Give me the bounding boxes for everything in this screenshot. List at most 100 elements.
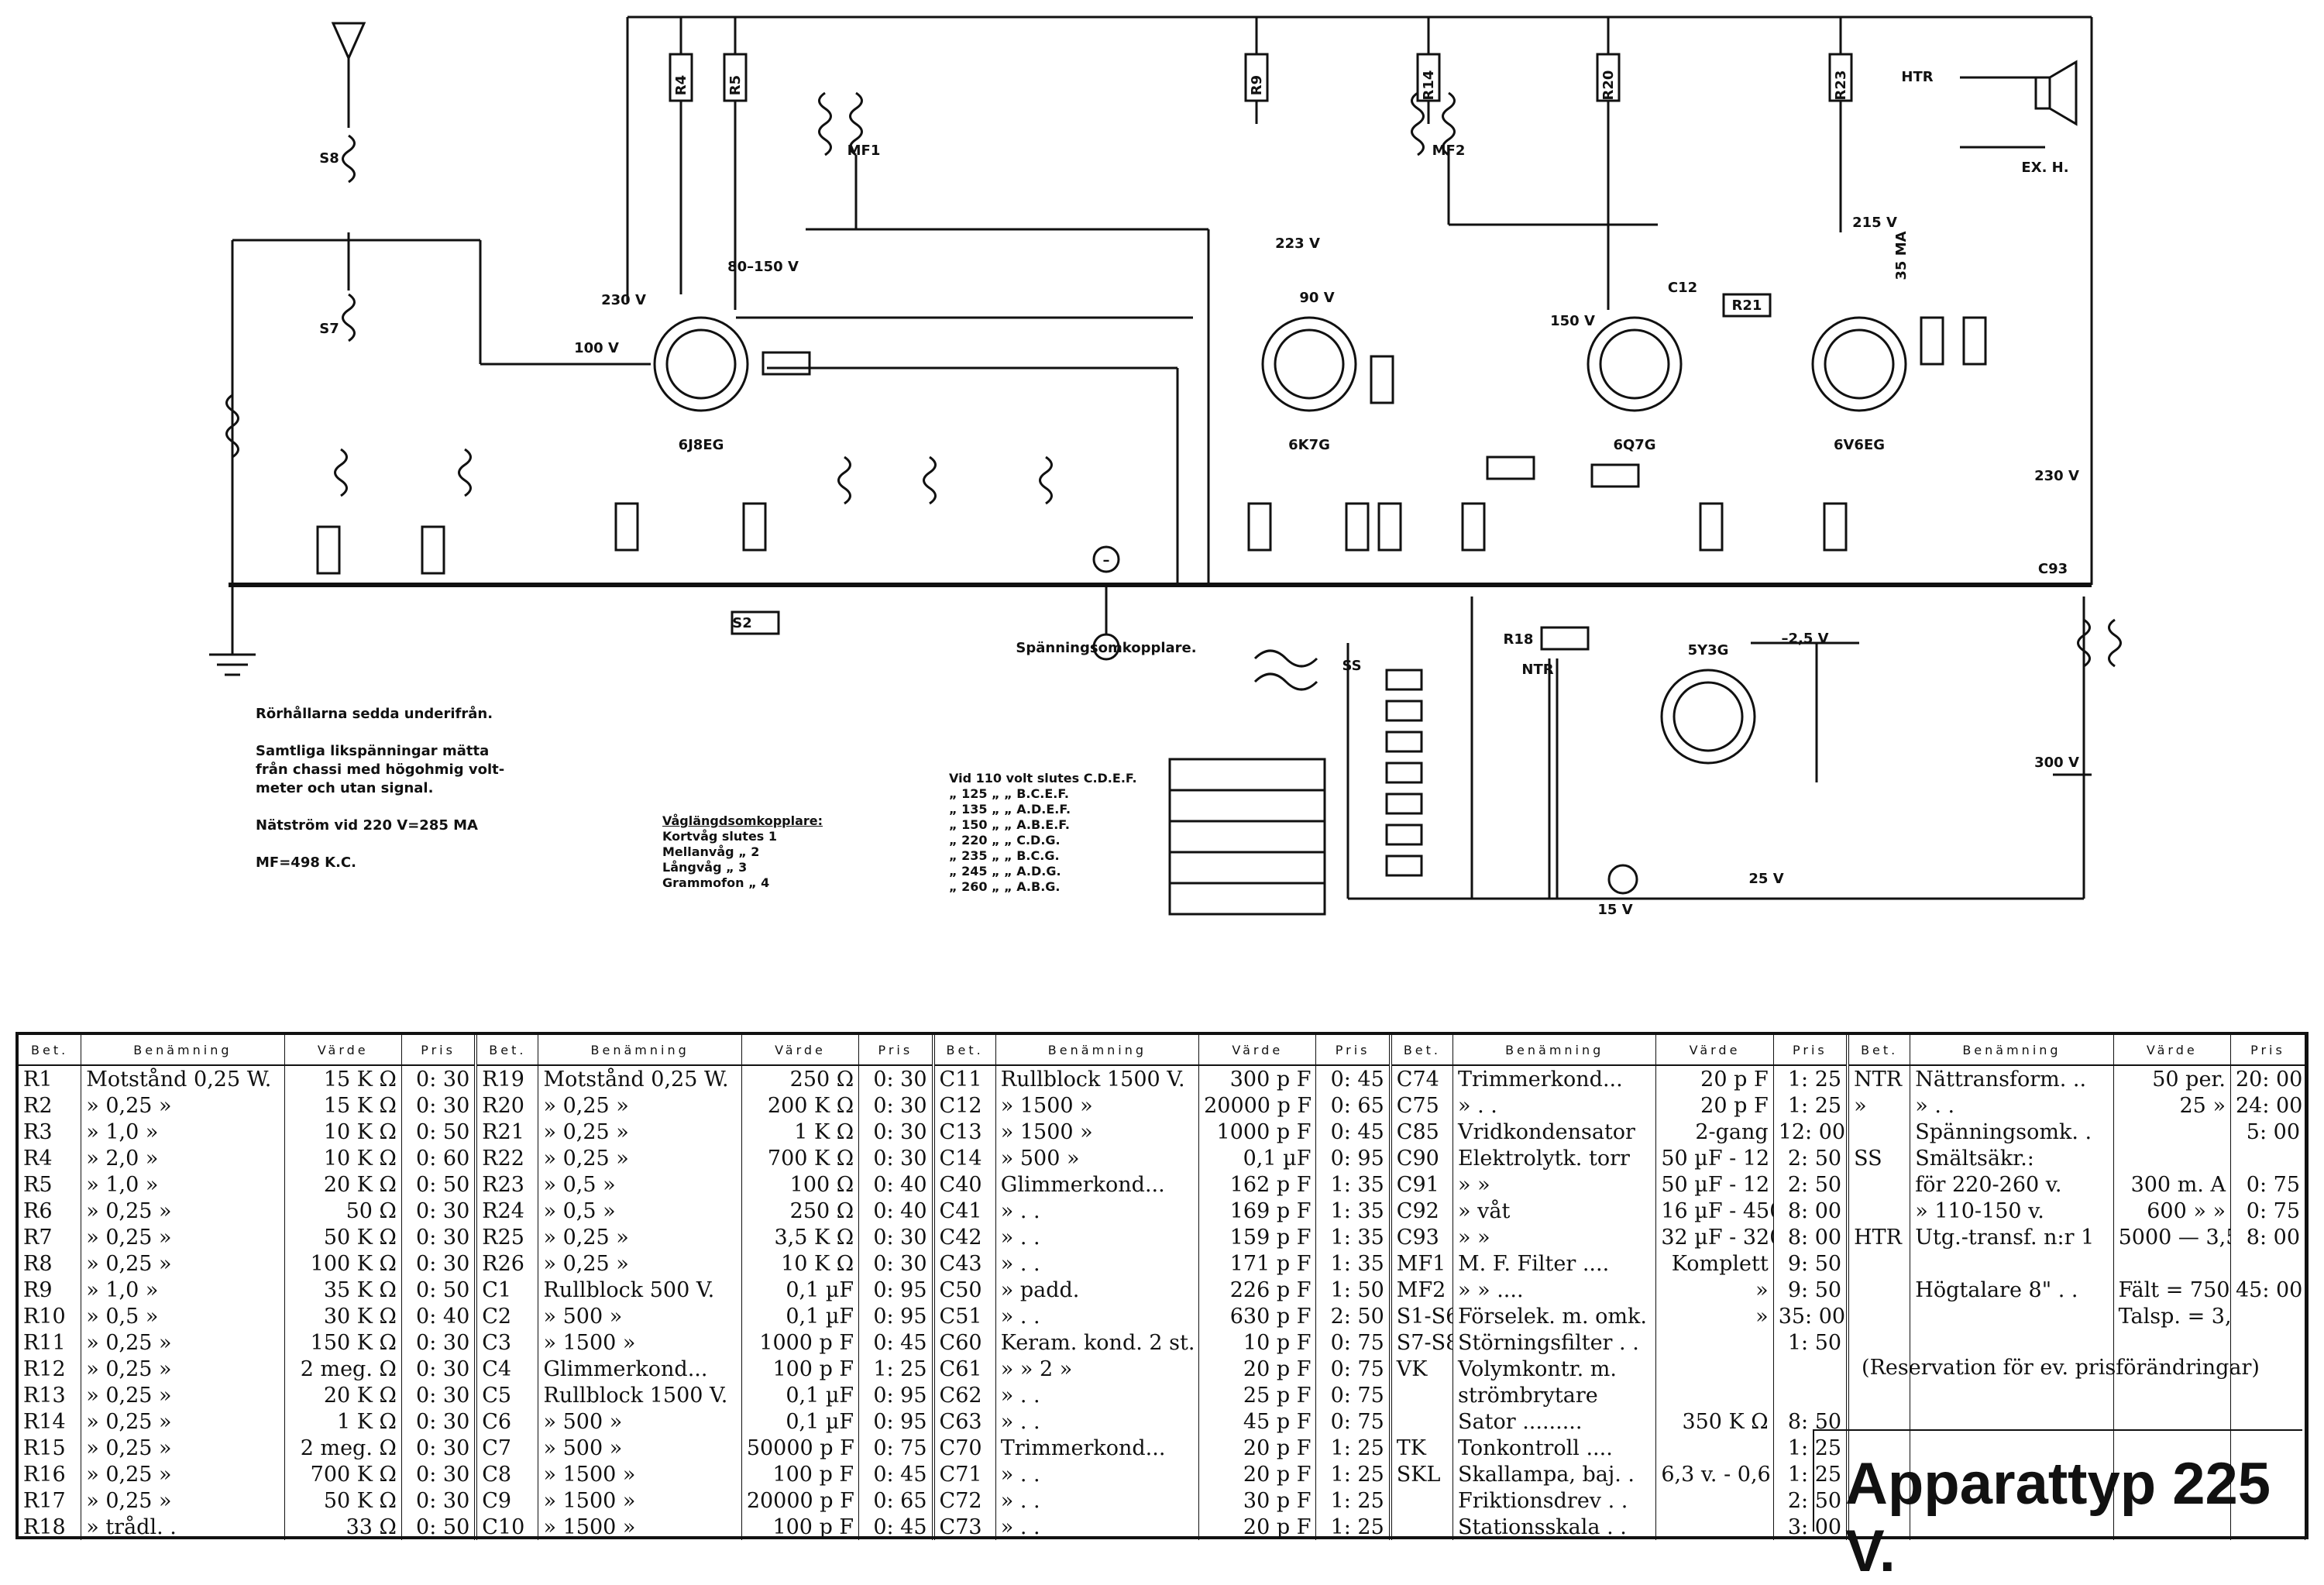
table-cell-bet — [1848, 1356, 1911, 1382]
table-cell-price: 9: 50 — [1773, 1250, 1850, 1277]
table-cell-price: 1: 50 — [1315, 1277, 1392, 1303]
label-ex-h: EX. H. — [2021, 160, 2068, 176]
table-cell-price: 45: 00 — [2230, 1277, 2306, 1303]
label-ss: SS — [1342, 658, 1361, 674]
parts-header-cell: Värde — [1655, 1035, 1774, 1066]
table-cell-price: 0: 60 — [401, 1145, 478, 1171]
table-cell-bet: R19 — [476, 1065, 539, 1092]
table-cell-val: 100 p F — [741, 1461, 860, 1487]
table-cell-val: 150 K Ω — [284, 1329, 402, 1356]
table-cell-bet — [1848, 1382, 1911, 1408]
table-cell-val: 50 Ω — [284, 1198, 402, 1224]
table-cell-val: 15 K Ω — [284, 1065, 402, 1092]
table-cell-bet: R16 — [19, 1461, 82, 1487]
table-cell-price: 0: 30 — [858, 1065, 935, 1092]
table-cell-price: 0: 30 — [401, 1224, 478, 1250]
table-cell-price: 0: 95 — [1315, 1145, 1392, 1171]
table-cell-bet: R26 — [476, 1250, 539, 1277]
wave-switch-row: Kortvåg slutes 1 — [662, 829, 778, 844]
table-cell-name: » 0,25 » — [538, 1224, 742, 1250]
table-cell-name: Keram. kond. 2 st. — [995, 1329, 1200, 1356]
table-cell-price — [2230, 1329, 2306, 1356]
table-cell-price — [2230, 1382, 2306, 1408]
table-cell-val: 50 K Ω — [284, 1224, 402, 1250]
table-cell-bet — [1390, 1408, 1454, 1435]
table-cell-price — [2230, 1514, 2306, 1540]
table-cell-price: 9: 50 — [1773, 1277, 1850, 1303]
table-cell-bet: R12 — [19, 1356, 82, 1382]
parts-header-cell: Pris — [1315, 1035, 1392, 1066]
table-cell-price: 0: 50 — [401, 1277, 478, 1303]
label-r8: S2 — [732, 615, 752, 631]
table-cell-bet — [1848, 1171, 1911, 1198]
table-cell-name: Rullblock 1500 V. — [995, 1065, 1200, 1092]
table-cell-name: » . . — [995, 1303, 1200, 1329]
table-cell-val: Komplett — [1655, 1250, 1774, 1277]
table-cell-bet: R9 — [19, 1277, 82, 1303]
table-cell-bet: C8 — [476, 1461, 539, 1487]
table-cell-bet: C51 — [933, 1303, 996, 1329]
table-cell-bet: C3 — [476, 1329, 539, 1356]
table-cell-name: » 110-150 v. — [1910, 1198, 2114, 1224]
table-cell-bet: C61 — [933, 1356, 996, 1382]
table-cell-name: för 220-260 v. — [1910, 1171, 2114, 1198]
table-cell-bet: R21 — [476, 1119, 539, 1145]
label-skl: 15 V — [1597, 902, 1632, 918]
table-cell-val: 25 p F — [1198, 1382, 1317, 1408]
table-cell-name — [1910, 1435, 2114, 1461]
table-cell-name: Rullblock 1500 V. — [538, 1382, 742, 1408]
label-r14: R14 — [1421, 70, 1437, 101]
table-cell-price: 0: 65 — [858, 1487, 935, 1514]
table-cell-bet: SS — [1848, 1145, 1911, 1171]
table-cell-val: 20 p F — [1198, 1461, 1317, 1487]
table-cell-val: 0,1 µF — [1198, 1145, 1317, 1171]
table-cell-name: » 1,0 » — [81, 1119, 285, 1145]
table-cell-price: 0: 30 — [401, 1065, 478, 1092]
table-cell-name: » . . — [995, 1408, 1200, 1435]
table-cell-price: 1: 25 — [1773, 1065, 1850, 1092]
table-cell-bet: C41 — [933, 1198, 996, 1224]
table-cell-price: 0: 30 — [401, 1382, 478, 1408]
table-cell-price: 0: 30 — [858, 1224, 935, 1250]
table-cell-val: 30 K Ω — [284, 1303, 402, 1329]
table-cell-name: » 0,25 » — [538, 1092, 742, 1119]
parts-header-cell: Bet. — [19, 1035, 82, 1066]
table-cell-val: 20 p F — [1198, 1356, 1317, 1382]
table-cell-bet: R7 — [19, 1224, 82, 1250]
table-cell-val: 45 p F — [1198, 1408, 1317, 1435]
tube-6v6eg: 6V6EG — [1834, 437, 1885, 453]
tube-6j8eg: 6J8EG — [679, 437, 724, 453]
table-cell-name — [1910, 1356, 2114, 1382]
table-cell-name: » 0,25 » — [538, 1145, 742, 1171]
table-cell-bet: R15 — [19, 1435, 82, 1461]
table-cell-val: 1 K Ω — [284, 1408, 402, 1435]
table-cell-val: 0,1 µF — [741, 1382, 860, 1408]
table-cell-bet: R3 — [19, 1119, 82, 1145]
table-cell-name: » 0,25 » — [81, 1382, 285, 1408]
table-cell-bet: C85 — [1390, 1119, 1454, 1145]
table-cell-price: 0: 30 — [401, 1329, 478, 1356]
table-cell-price — [2230, 1303, 2306, 1329]
table-cell-name — [1910, 1250, 2114, 1277]
table-cell-price: 5: 00 — [2230, 1119, 2306, 1145]
table-cell-price: 1: 35 — [1315, 1198, 1392, 1224]
table-cell-val: 171 p F — [1198, 1250, 1317, 1277]
table-cell-name: Elektrolytk. torr — [1452, 1145, 1657, 1171]
table-cell-name: » » — [1452, 1171, 1657, 1198]
table-cell-val: 159 p F — [1198, 1224, 1317, 1250]
parts-header-cell: Värde — [1198, 1035, 1317, 1066]
table-cell-price: 1: 35 — [1315, 1171, 1392, 1198]
table-cell-val — [1655, 1329, 1774, 1356]
table-cell-price: 2: 50 — [1315, 1303, 1392, 1329]
table-cell-name: Trimmerkond... — [1452, 1065, 1657, 1092]
table-cell-price: 0: 30 — [858, 1145, 935, 1171]
table-cell-price: 0: 75 — [1315, 1382, 1392, 1408]
table-cell-val: » — [1655, 1277, 1774, 1303]
table-cell-val — [1655, 1382, 1774, 1408]
table-cell-name: » 0,25 » — [81, 1092, 285, 1119]
table-cell-val: 25 » — [2113, 1092, 2231, 1119]
